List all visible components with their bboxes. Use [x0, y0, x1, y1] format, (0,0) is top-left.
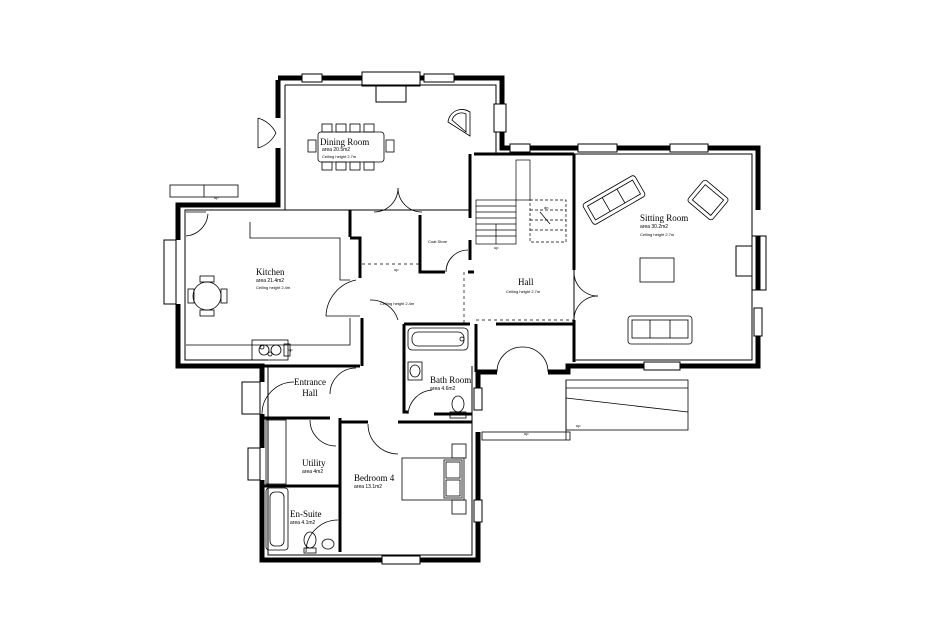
entrance-hall-line2: Hall: [302, 388, 318, 398]
kitchen-area: area 21.4m2: [256, 278, 285, 284]
marker-up-ramp: up: [576, 423, 581, 428]
dining-room-area: area 20.5m2: [322, 147, 351, 153]
bath-room-label: Bath Room: [430, 375, 472, 385]
bed: [401, 443, 467, 515]
bedroom-4-area: area 13.1m2: [354, 484, 383, 490]
marker-up-kitchen-door: up: [214, 195, 219, 200]
bath-fittings: [407, 327, 469, 419]
windows: [163, 73, 763, 565]
en-suite-label: En-Suite: [290, 509, 322, 519]
dashed-lines: [362, 263, 574, 324]
dining-armchair: [447, 109, 471, 137]
sitting-furniture: [582, 175, 729, 345]
utility-area: area 4m2: [302, 469, 324, 475]
bath-room-area: area 4.6m2: [430, 386, 456, 392]
entrance-hall-line1: Entrance: [294, 377, 326, 387]
chimney-sitting: [735, 235, 767, 291]
entrance-hall-label: Entrance Hall: [288, 378, 332, 398]
interior-walls: [260, 152, 576, 552]
chimney-dining: [361, 71, 421, 103]
dining-table: [307, 123, 395, 171]
sitting-room-area: area 30.2m2: [640, 224, 669, 230]
external-steps: [169, 184, 689, 441]
kitchen-ceiling: Ceiling height 2.4m: [256, 285, 291, 290]
bedroom-4-label: Bedroom 4: [354, 473, 395, 483]
marker-up-front: up: [524, 431, 529, 436]
en-suite-area: area 4.1m2: [290, 520, 316, 526]
marker-up-corridor: up: [394, 267, 399, 272]
dining-room-label: Dining Room: [320, 137, 370, 147]
marker-up-kitchen-oven: up: [288, 347, 293, 352]
sitting-room-label: Sitting Room: [640, 213, 689, 223]
utility-ensuite-fittings: [265, 419, 335, 554]
corridor-ceiling: Ceiling height 2.4m: [380, 301, 415, 306]
outer-walls: [175, 75, 761, 563]
door-swings: [185, 117, 599, 553]
utility-label: Utility: [302, 458, 326, 468]
hall-ceiling: Ceiling height 2.7m: [506, 289, 541, 294]
hall-label: Hall: [518, 277, 534, 287]
sitting-room-ceiling: Ceiling height 2.7m: [640, 232, 675, 237]
kitchen-units: [186, 222, 351, 361]
dining-room-ceiling: Ceiling height 2.7m: [322, 154, 357, 159]
marker-up-stairs: up: [494, 245, 499, 250]
coat-store-label: Coat Store: [428, 239, 448, 244]
stairs: [475, 159, 567, 245]
kitchen-label: Kitchen: [256, 267, 285, 277]
marker-down-stairs: dn: [544, 205, 549, 210]
